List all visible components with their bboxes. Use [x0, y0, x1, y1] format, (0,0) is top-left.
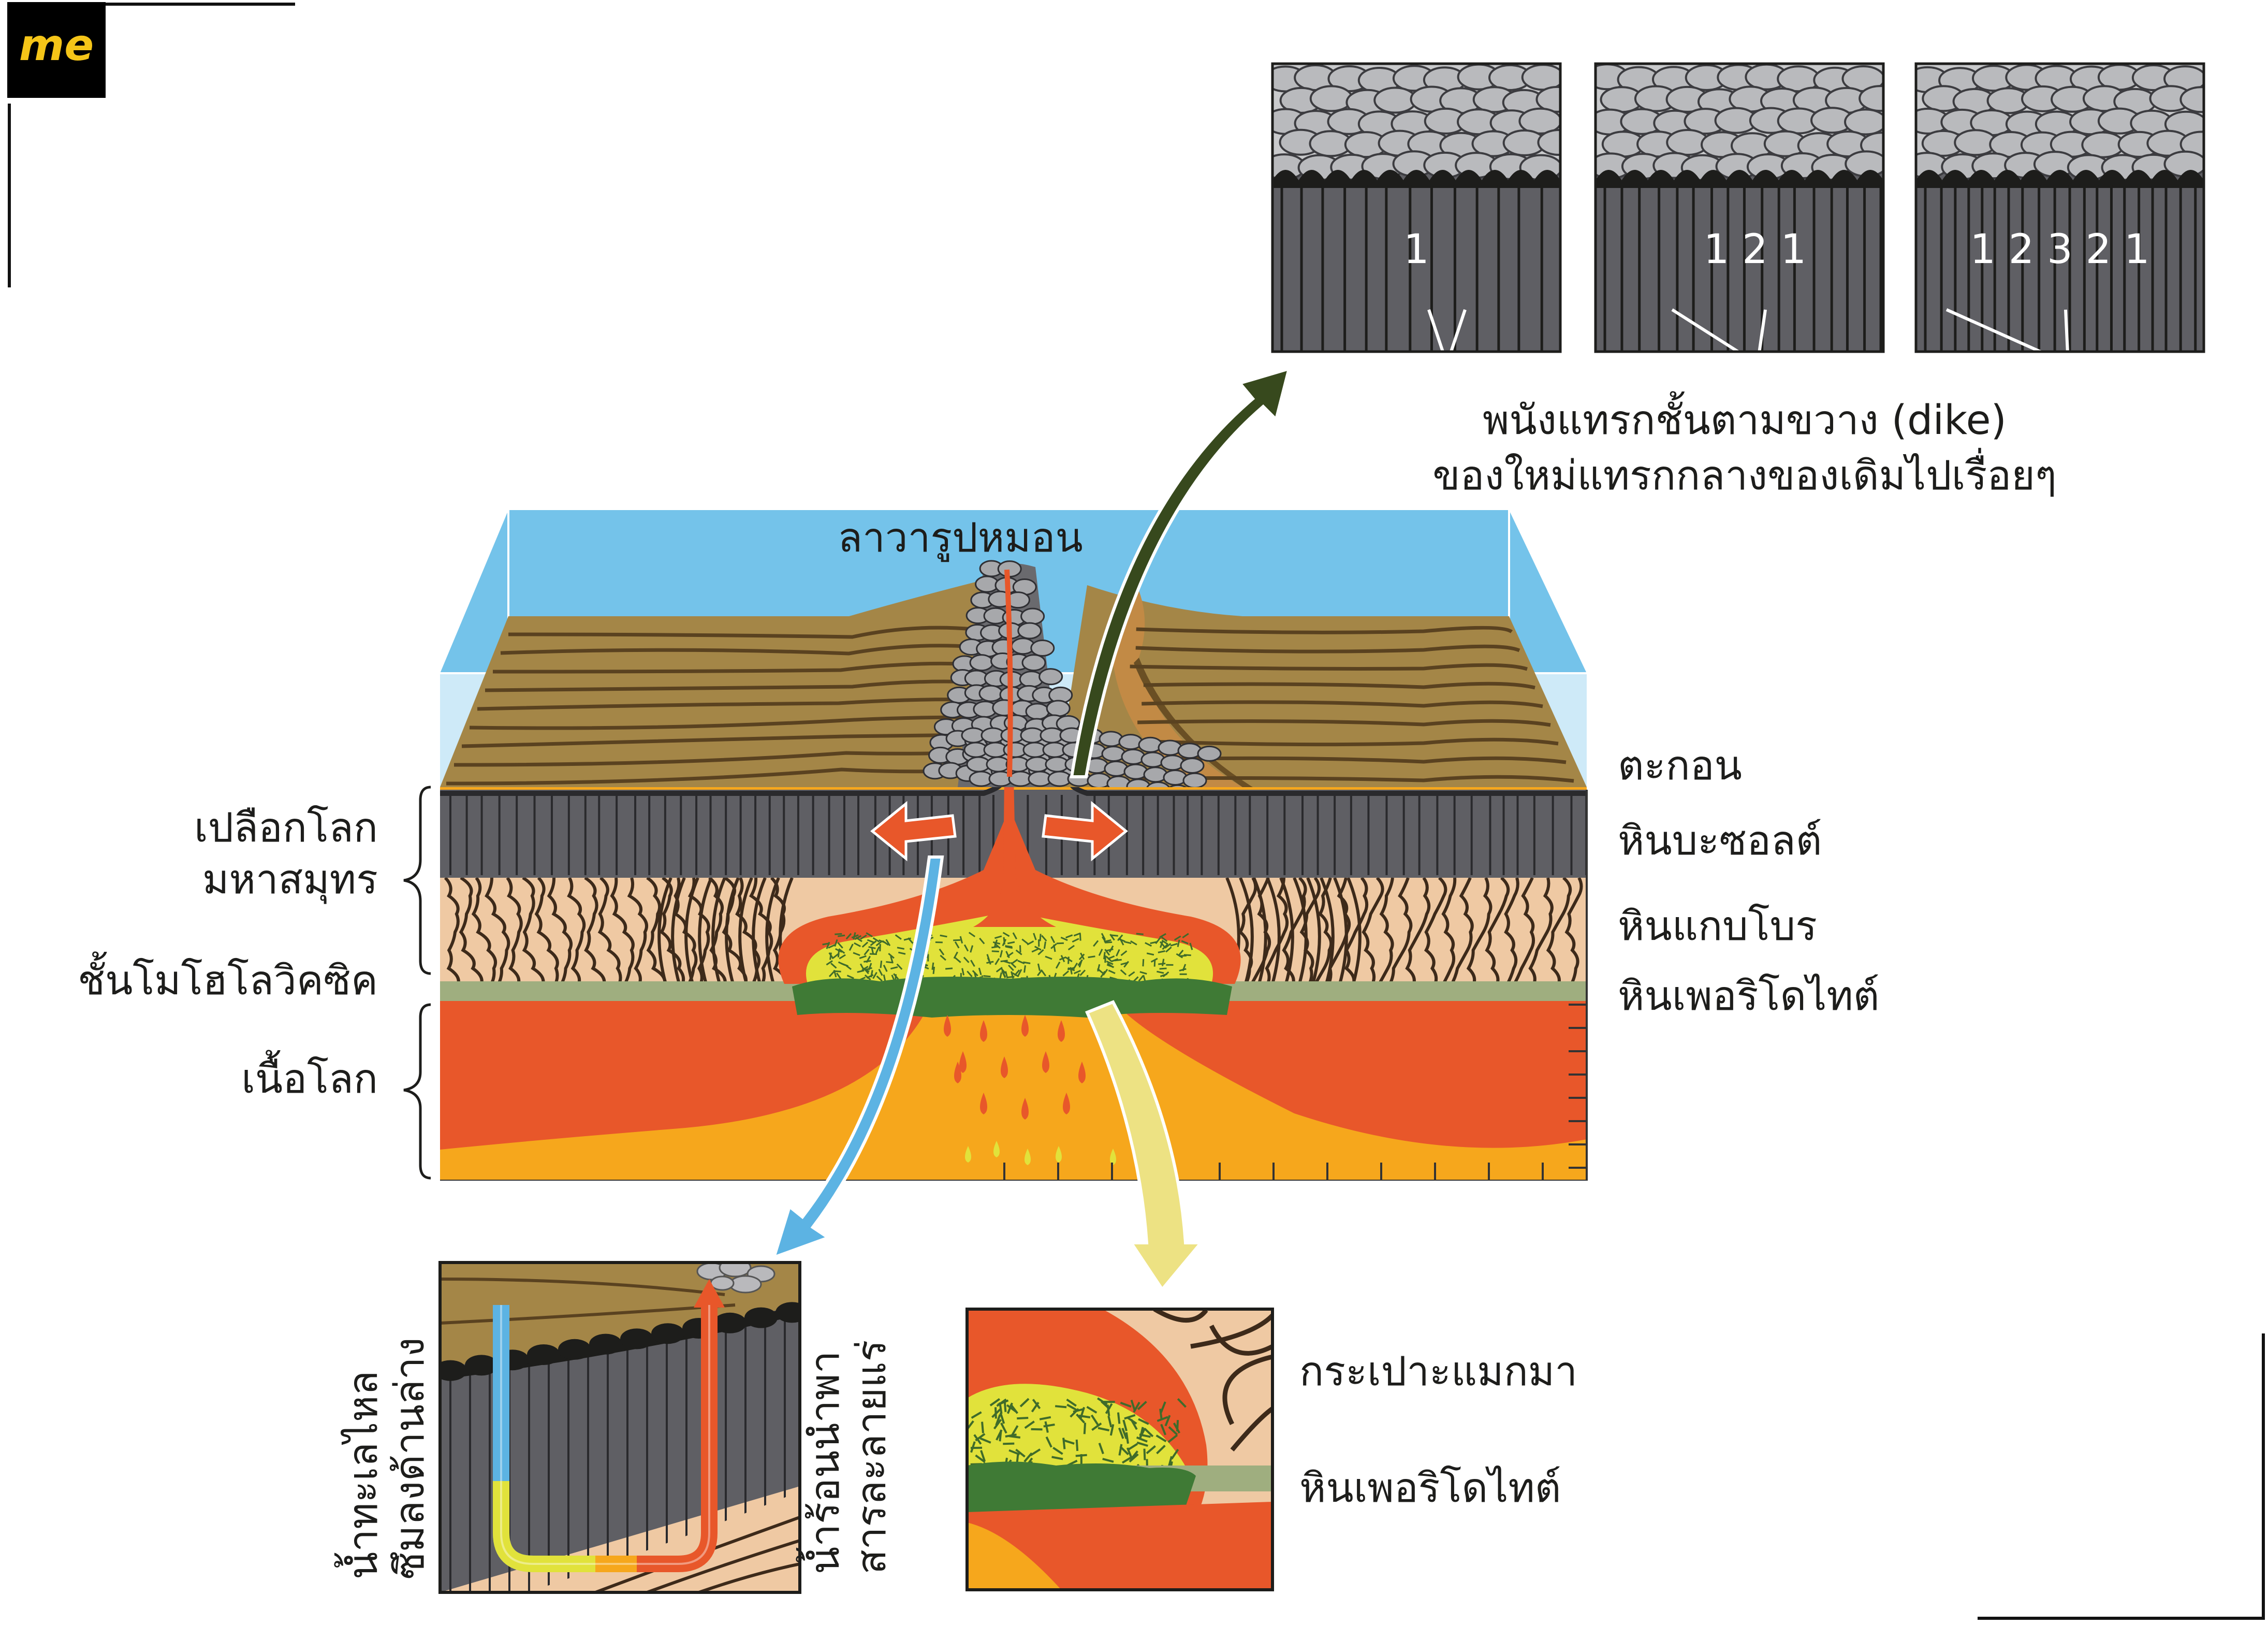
seawater-label-line2: ซึมลงด้านล่าง [387, 1337, 433, 1579]
magma-chamber-label: กระเปาะแมกมา [1299, 1348, 1577, 1395]
pillow-lava-label: ลาวารูปหมอน [838, 515, 1083, 562]
dike-panel-numbers: 1 2 1 [1704, 226, 1806, 273]
sediment-label: ตะกอน [1618, 743, 1742, 789]
dike-caption-line2: ของใหม่แทรกกลางของเดิมไปเรื่อยๆ [1432, 448, 2057, 499]
hot-water-label-line2: สารละลายแร่ [848, 1340, 895, 1574]
dike-panel-1: 1 [1271, 62, 1562, 369]
cross-section [440, 787, 1587, 1181]
sediment-surface [440, 570, 1587, 787]
arrow-to-magma-inset [1085, 1000, 1205, 1293]
spreading-arrow-left [870, 801, 957, 862]
me-logo: me [7, 2, 106, 98]
arrow-seawater-down [771, 855, 944, 1260]
gabbro-label: หินแกบโบร [1618, 903, 1817, 950]
dike-pointer [1945, 308, 2070, 367]
oceanic-crust-label-line2: มหาสมุทร [202, 857, 378, 904]
inset-water-circulation [438, 1261, 801, 1594]
pillow-lava-ridge [923, 560, 1222, 801]
dike-panels: 1 1 2 1 1 2 3 2 1 [1271, 62, 2205, 369]
moho-label: ชั้นโมโฮโลวิคซิค [78, 951, 378, 1004]
seawater-label-line1: น้ำทะเลไหล [334, 1371, 387, 1579]
inset-peridotite-label: หินเพอริโดไทต์ [1299, 1465, 1561, 1512]
dike-pointer [1427, 309, 1467, 369]
oceanic-crust-label-line1: เปลือกโลก [194, 805, 378, 851]
arrow-to-dike-panels [1070, 366, 1292, 778]
basalt-label: หินบะซอลต์ [1618, 818, 1822, 864]
dike-panel-2: 1 2 1 [1594, 62, 1885, 367]
hot-water-label-line1: น้ำร้อนนำพา [796, 1351, 848, 1574]
inset-magma-chamber [965, 1308, 1274, 1591]
inset-water-labels: น้ำทะเลไหล ซึมลงด้านล่าง น้ำร้อนนำพา สาร… [334, 1337, 895, 1579]
dike-pointer [1671, 308, 1767, 367]
spreading-arrow-right [1042, 801, 1128, 862]
dike-panel-numbers: 1 [1403, 226, 1429, 273]
braces [403, 786, 431, 1180]
peridotite-label: หินเพอริโดไทต์ [1618, 973, 1879, 1020]
dike-caption-line1: พนังแทรกชั้นตามขวาง (dike) [1483, 391, 2007, 444]
dike-panel-3: 1 2 3 2 1 [1914, 62, 2205, 367]
mantle-label: เนื้อโลก [241, 1050, 378, 1102]
logo-text: me [19, 20, 94, 70]
dike-panel-numbers: 1 2 3 2 1 [1970, 226, 2149, 273]
